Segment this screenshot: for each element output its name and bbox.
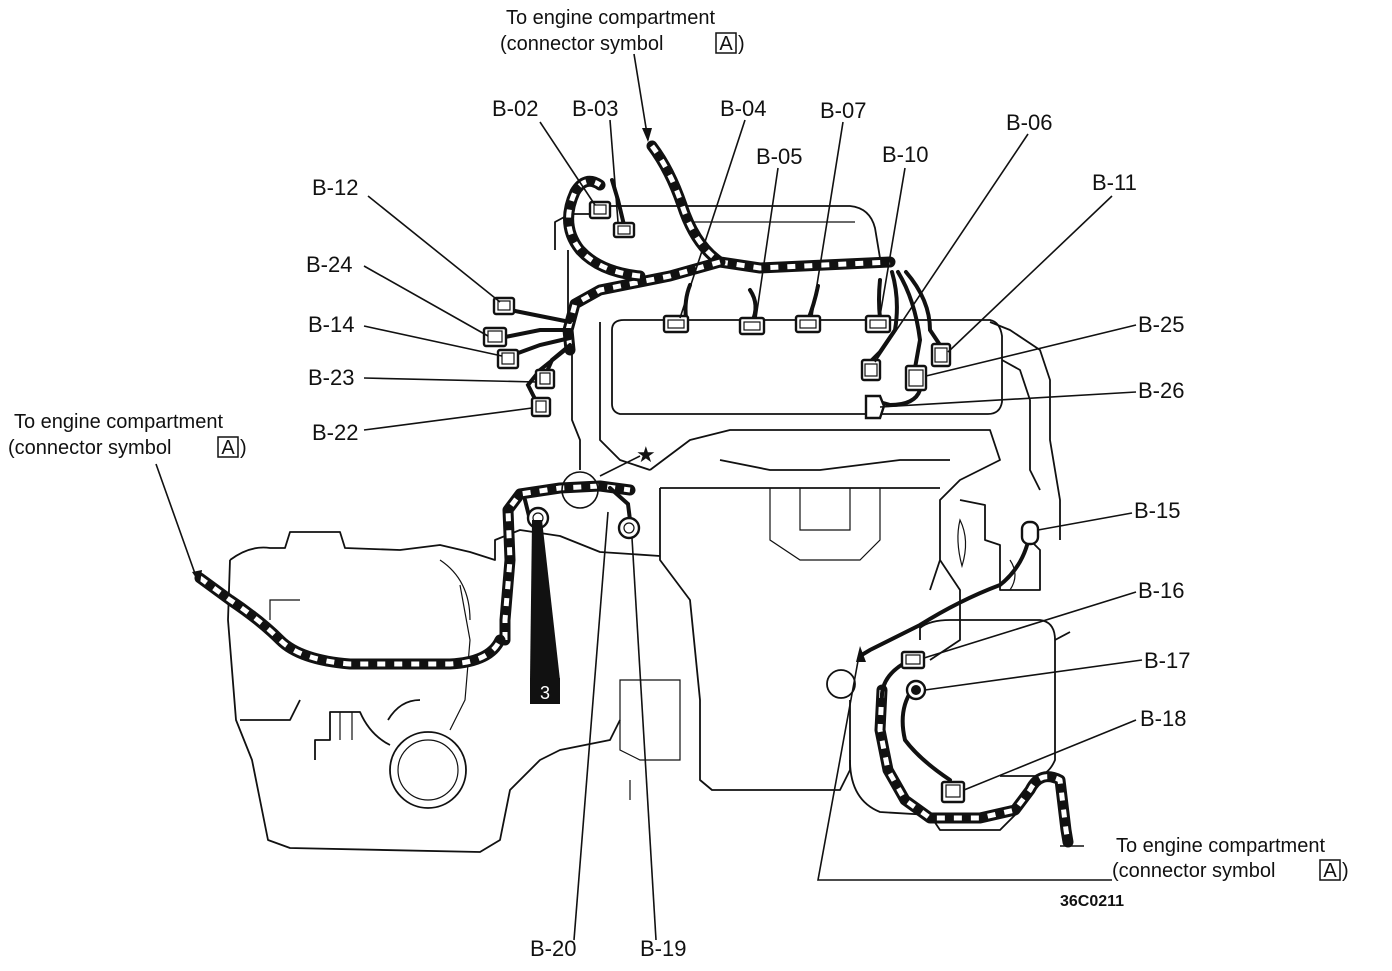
label-b17: B-17 — [1144, 648, 1190, 673]
note-left: To engine compartment (connector symbol … — [8, 411, 247, 459]
label-b07: B-07 — [820, 98, 866, 123]
connector-b02 — [588, 200, 612, 220]
note-top-line1: To engine compartment — [506, 7, 715, 29]
note-top: To engine compartment (connector symbol … — [500, 7, 745, 55]
label-b04: B-04 — [720, 96, 766, 121]
connector-b15 — [1020, 520, 1040, 546]
label-b20: B-20 — [530, 936, 576, 961]
connector-labels: B-02 B-03 B-04 B-07 B-05 B-10 B-06 B-11 … — [306, 96, 1190, 961]
note-br-symbol: A — [1323, 860, 1337, 882]
connector-b17 — [905, 679, 927, 701]
label-b14: B-14 — [308, 312, 354, 337]
label-b26: B-26 — [1138, 378, 1184, 403]
wire-harness — [194, 140, 1084, 848]
marker-wedge — [530, 520, 560, 680]
label-b12: B-12 — [312, 175, 358, 200]
connector-b24 — [482, 326, 508, 348]
note-br-line1: To engine compartment — [1116, 835, 1325, 857]
connector-b22 — [530, 396, 552, 418]
note-br-line2: (connector symbol — [1112, 860, 1275, 882]
connector-b11 — [930, 342, 952, 368]
star-leader — [599, 455, 641, 477]
connector-b16 — [900, 650, 926, 670]
connector-b10 — [864, 314, 892, 334]
label-b22: B-22 — [312, 420, 358, 445]
figure-code: 36C0211 — [1060, 893, 1124, 910]
note-left-symbol-box — [217, 436, 239, 458]
note-left-line1: To engine compartment — [14, 411, 223, 433]
connector-b05 — [738, 316, 766, 336]
connector-b14 — [496, 348, 520, 370]
leader-lines — [155, 53, 1143, 941]
label-b18: B-18 — [1140, 706, 1186, 731]
note-bottom-right: To engine compartment (connector symbol … — [1112, 835, 1349, 882]
label-b03: B-03 — [572, 96, 618, 121]
connector-b04 — [662, 314, 690, 334]
branch-wires — [498, 178, 1032, 782]
junction-circle — [561, 471, 599, 509]
note-top-symbol-box — [715, 32, 737, 54]
label-b02: B-02 — [492, 96, 538, 121]
note-br-symbol-box — [1319, 859, 1341, 881]
connector-b25 — [904, 364, 928, 392]
note-left-symbol: A — [221, 437, 235, 459]
connector-b18 — [940, 780, 966, 804]
connector-b07 — [794, 314, 822, 334]
label-b23: B-23 — [308, 365, 354, 390]
note-left-close: ) — [240, 437, 247, 459]
star-marker: ★ — [636, 442, 656, 467]
label-b06: B-06 — [1006, 110, 1052, 135]
label-b25: B-25 — [1138, 312, 1184, 337]
note-top-close: ) — [738, 33, 745, 55]
marker-box — [530, 678, 560, 704]
label-b24: B-24 — [306, 252, 352, 277]
note-left-line2: (connector symbol — [8, 437, 171, 459]
engine-outline — [227, 205, 1071, 853]
label-b19: B-19 — [640, 936, 686, 961]
note-top-symbol: A — [719, 33, 733, 55]
connector-b23 — [534, 368, 556, 390]
connector-b03 — [612, 221, 636, 239]
connector-b19 — [617, 516, 641, 540]
label-b05: B-05 — [756, 144, 802, 169]
connectors: 3 ★ — [482, 200, 1040, 804]
connector-b06 — [860, 358, 882, 382]
note-top-line2: (connector symbol — [500, 33, 663, 55]
label-b15: B-15 — [1134, 498, 1180, 523]
label-b16: B-16 — [1138, 578, 1184, 603]
note-br-close: ) — [1342, 860, 1349, 882]
label-b11: B-11 — [1092, 170, 1137, 195]
marker-number: 3 — [540, 683, 550, 703]
label-b10: B-10 — [882, 142, 928, 167]
connector-b26 — [864, 394, 886, 420]
